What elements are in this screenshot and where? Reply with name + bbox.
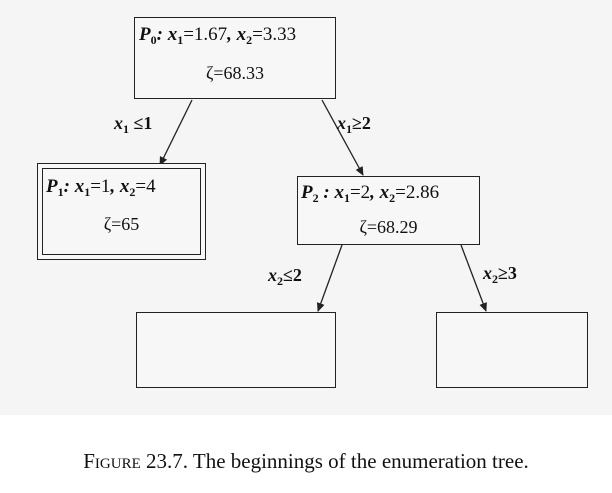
node-p2-right-child-empty xyxy=(436,312,588,388)
edge-p2-left-child xyxy=(316,244,343,312)
node-p1-objective: ζ=65 xyxy=(103,214,140,234)
edge-label-x2-ge-3: x2≥3 xyxy=(483,263,517,286)
node-p1: P1: x1=1, x2=4 ζ=65 xyxy=(37,163,206,260)
node-p2: P2 : x1=2, x2=2.86 ζ=68.29 xyxy=(297,176,480,245)
edge-p0-p1 xyxy=(159,99,193,166)
caption-number: 23.7. xyxy=(146,449,188,473)
node-p2-left-child-empty xyxy=(136,312,336,388)
node-p2-objective: ζ=68.29 xyxy=(359,217,418,237)
tree-edges xyxy=(159,99,487,312)
edge-label-x1-ge-2: x1≥2 xyxy=(337,113,371,136)
node-p0: P0: x1=1.67, x2=3.33 ζ=68.33 xyxy=(134,17,336,99)
edge-label-x1-le-1: x1 ≤1 xyxy=(114,113,153,136)
enumeration-tree-figure: P0: x1=1.67, x2=3.33 ζ=68.33 P1: x1=1, x… xyxy=(37,17,588,388)
edge-p2-right-child xyxy=(460,244,487,312)
edge-p0-p2 xyxy=(321,99,364,176)
node-p0-solution: P0: x1=1.67, x2=3.33 xyxy=(139,24,297,47)
caption-label: Figure xyxy=(83,449,141,473)
node-p0-objective: ζ=68.33 xyxy=(205,63,265,83)
node-p1-solution: P1: x1=1, x2=4 xyxy=(46,176,156,199)
caption-text: The beginnings of the enumeration tree. xyxy=(192,449,529,473)
figure-caption: Figure 23.7. The beginnings of the enume… xyxy=(0,449,612,474)
node-p2-solution: P2 : x1=2, x2=2.86 xyxy=(301,182,440,205)
edge-label-x2-le-2: x2≤2 xyxy=(268,265,302,288)
